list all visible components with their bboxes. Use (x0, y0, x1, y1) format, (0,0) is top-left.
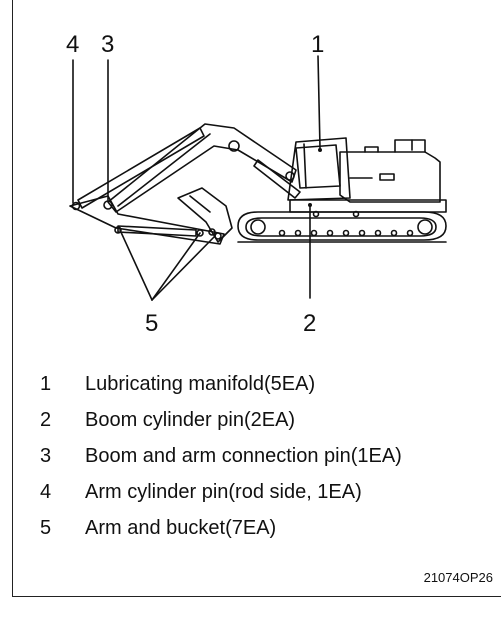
figure-code: 21074OP26 (423, 570, 493, 585)
excavator-diagram: 1 2 3 4 5 (66, 31, 447, 337)
legend-item: 1 Lubricating manifold(5EA) (40, 366, 495, 402)
callout-5: 5 (145, 310, 159, 337)
legend-list: 1 Lubricating manifold(5EA) 2 Boom cylin… (40, 366, 495, 546)
bucket (177, 187, 233, 243)
frame-left-border (12, 0, 13, 597)
legend-number: 4 (40, 480, 52, 503)
leader-1 (317, 55, 321, 149)
legend-text: Boom and arm connection pin(1EA) (85, 444, 402, 467)
cab-window (295, 144, 341, 189)
legend-text: Boom cylinder pin(2EA) (85, 408, 296, 431)
track-rollers (278, 229, 414, 237)
legend-number: 5 (40, 516, 52, 539)
arm-cylinder (77, 127, 205, 209)
callout-1: 1 (311, 31, 325, 58)
boom (107, 123, 297, 213)
engine-cap (364, 146, 379, 153)
excavator-illustration (69, 55, 447, 301)
exhaust-housing (394, 139, 426, 153)
upper-frame (289, 199, 447, 213)
legend-item: 5 Arm and bucket(7EA) (40, 510, 495, 546)
legend-item: 2 Boom cylinder pin(2EA) (40, 402, 495, 438)
legend-text: Lubricating manifold(5EA) (85, 372, 316, 395)
track-frame (237, 211, 447, 241)
arm (69, 195, 225, 245)
legend-item: 4 Arm cylinder pin(rod side, 1EA) (40, 474, 495, 510)
callout-2: 2 (303, 310, 317, 337)
engine-cover (339, 151, 441, 203)
operator-cab (287, 137, 351, 201)
callout-4: 4 (66, 31, 80, 58)
leader-5b (151, 232, 201, 301)
legend-number: 2 (40, 408, 52, 431)
boom-cylinder (253, 159, 301, 199)
bucket-cylinder (117, 225, 197, 237)
frame-bottom-border (12, 596, 501, 597)
legend-number: 3 (40, 444, 52, 467)
leader-5a (119, 229, 153, 301)
legend-text: Arm and bucket(7EA) (85, 516, 277, 539)
carrier-roller (312, 210, 320, 218)
legend-item: 3 Boom and arm connection pin(1EA) (40, 438, 495, 474)
callout-3: 3 (101, 31, 115, 58)
legend-number: 1 (40, 372, 52, 395)
leader-5c (151, 235, 216, 301)
legend-text: Arm cylinder pin(rod side, 1EA) (85, 480, 362, 503)
